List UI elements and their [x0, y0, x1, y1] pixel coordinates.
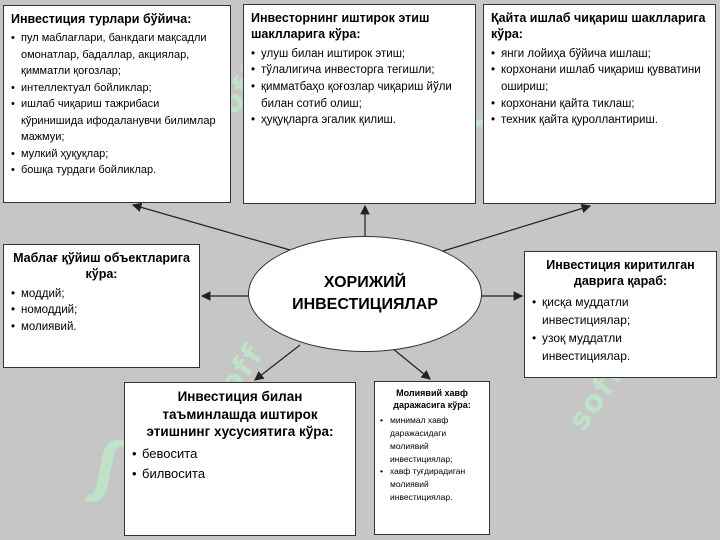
- list-item: минимал хавф даражасидаги молиявий инвес…: [380, 414, 484, 465]
- box-participation-forms: Инвесторнинг иштирок этиш шаклларига кўр…: [243, 4, 476, 204]
- list-item: молиявий.: [11, 319, 192, 336]
- center-title-line1: ХОРИЖИЙ: [323, 273, 407, 291]
- box-investment-types: Инвестиция турлари бўйича: пул маблағлар…: [3, 5, 231, 203]
- central-ellipse: ХОРИЖИЙ ИНВЕСТИЦИЯЛАР: [248, 236, 482, 352]
- list-item: моддий;: [11, 286, 192, 303]
- list-item: бошқа турдаги бойликлар.: [11, 162, 223, 179]
- list-item: мулкий ҳуқуқлар;: [11, 146, 223, 163]
- box-object-types: Маблағ қўйиш объектларига кўра: моддий; …: [3, 244, 200, 368]
- list-item: улуш билан иштирок этиш;: [251, 46, 468, 63]
- box-title: Инвестиция билан таъминлашда иштирок эти…: [146, 389, 334, 440]
- list-item: корхонани қайта тиклаш;: [491, 96, 708, 113]
- box-title: Инвестиция киритилган даврига қараб:: [546, 258, 695, 289]
- list-item: ишлаб чиқариш тажрибаси кўринишида ифода…: [11, 96, 223, 146]
- list-item: янги лойиҳа бўйича ишлаш;: [491, 46, 708, 63]
- box-title: Инвестиция турлари бўйича:: [11, 12, 192, 26]
- list-item: билвосита: [132, 464, 348, 485]
- list-item: номоддий;: [11, 302, 192, 319]
- list-item: бевосита: [132, 444, 348, 465]
- list-item: хавф туғдирадиган молиявий инвестициялар…: [380, 465, 484, 503]
- list-item: қисқа муддатли инвестициялар;: [532, 293, 709, 329]
- list-item: пул маблағлари, банкдаги мақсадли омонат…: [11, 30, 223, 80]
- arrow-to-investment-types: [131, 202, 291, 251]
- arrow-to-reproduction-forms: [439, 203, 592, 253]
- box-investment-period: Инвестиция киритилган даврига қараб: қис…: [524, 251, 717, 378]
- center-title-line2: ИНВЕСТИЦИЯЛАР: [292, 296, 438, 313]
- list-item: техник қайта қуроллантириш.: [491, 112, 708, 129]
- box-title: Маблағ қўйиш объектларига кўра:: [13, 251, 190, 282]
- box-reproduction-forms: Қайта ишлаб чиқариш шаклларига кўра: янг…: [483, 4, 716, 204]
- box-title: Молиявий хавф даражасига кўра:: [393, 388, 471, 410]
- box-title: Қайта ишлаб чиқариш шаклларига кўра:: [491, 11, 706, 42]
- box-financial-risk: Молиявий хавф даражасига кўра: минимал х…: [374, 381, 490, 535]
- list-item: ҳуқуқларга эгалик қилиш.: [251, 112, 468, 129]
- list-item: тўлалигича инвесторга тегишли;: [251, 62, 468, 79]
- arrow-to-provision: [254, 344, 301, 381]
- list-item: корхонани ишлаб чиқариш қувватини ошириш…: [491, 62, 708, 95]
- list-item: қимматбаҳо қоғозлар чиқариш йўли билан с…: [251, 79, 468, 112]
- arrow-to-risk-level: [391, 347, 431, 380]
- box-title: Инвесторнинг иштирок этиш шаклларига кўр…: [251, 11, 430, 42]
- list-item: интеллектуал бойликлар;: [11, 80, 223, 97]
- list-item: узоқ муддатли инвестициялар.: [532, 329, 709, 365]
- box-provision-participation: Инвестиция билан таъминлашда иштирок эти…: [124, 382, 356, 536]
